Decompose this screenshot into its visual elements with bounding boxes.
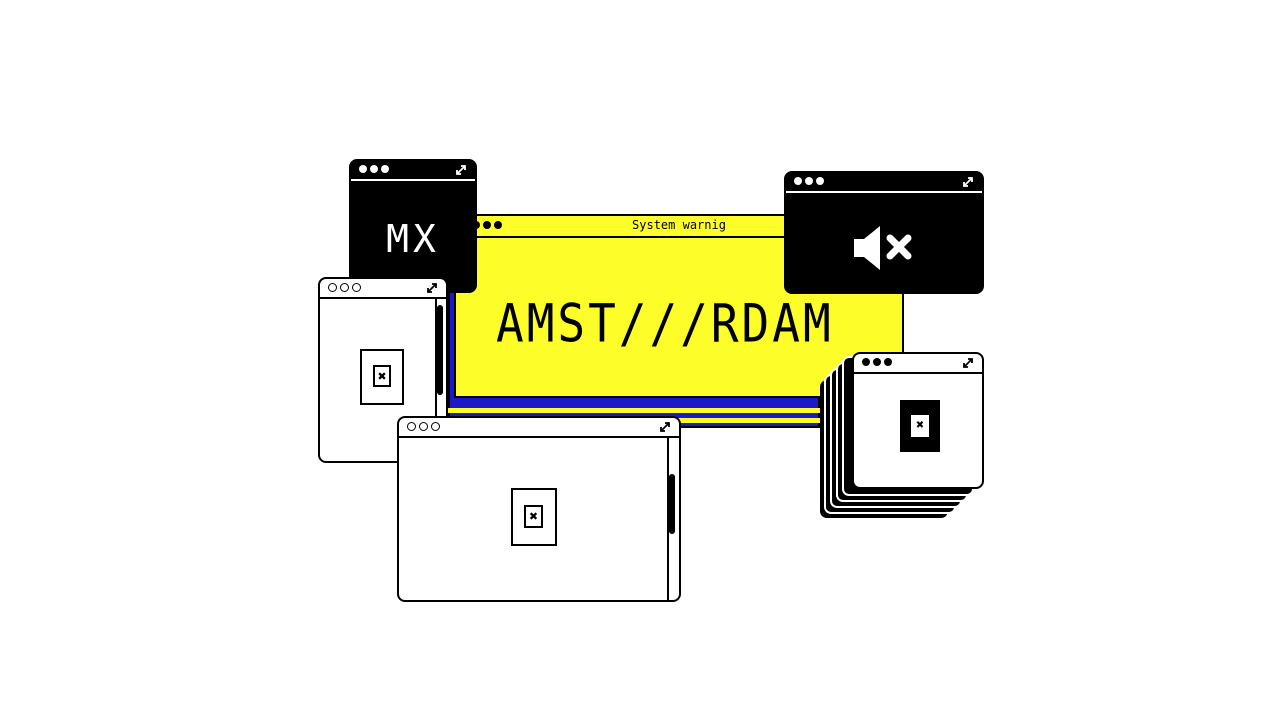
title-bar: [320, 279, 446, 299]
window-dots: [794, 177, 824, 185]
mx-label: MX: [386, 217, 440, 261]
expand-icon[interactable]: [962, 357, 974, 369]
broken-image-icon: ✖: [900, 400, 940, 452]
scrollbar-track: [667, 438, 669, 600]
scrollbar-thumb[interactable]: [669, 474, 675, 534]
window-dots: [862, 358, 892, 366]
scrollbar-thumb[interactable]: [437, 305, 443, 395]
window-title: System warnig: [632, 218, 726, 232]
title-bar: [786, 173, 982, 193]
title-bar: [854, 354, 982, 374]
broken-image-icon: ✖: [360, 349, 404, 405]
expand-icon[interactable]: [426, 282, 438, 294]
window-dots: [407, 422, 440, 431]
mx-window: MX: [349, 159, 477, 293]
expand-icon[interactable]: [659, 421, 671, 433]
front-window: ✖: [852, 352, 984, 489]
window-dots: [328, 283, 361, 292]
speaker-muted-icon: [854, 226, 912, 270]
stacked-windows: ✖: [818, 350, 986, 522]
system-warning-window: System warnig AMST///RDAM: [454, 214, 904, 398]
scrollbar-track: [435, 299, 437, 461]
window-dots: [359, 165, 389, 173]
headline: AMST///RDAM: [496, 292, 834, 355]
expand-icon[interactable]: [962, 176, 974, 188]
bottom-window: ✖: [397, 416, 681, 602]
expand-icon[interactable]: [455, 164, 467, 176]
title-bar: [351, 161, 475, 181]
broken-image-icon: ✖: [511, 488, 557, 546]
mute-window: [784, 171, 984, 294]
title-bar: [399, 418, 679, 438]
